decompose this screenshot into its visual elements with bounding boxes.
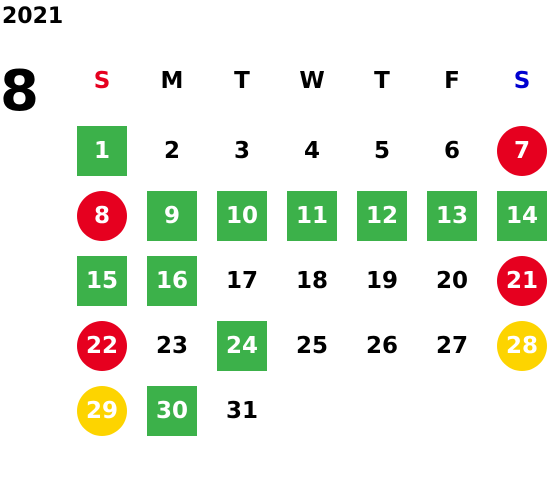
weekday-friday: F [444, 68, 460, 94]
year-label: 2021 [2, 4, 64, 29]
weekday-sunday: S [93, 68, 111, 94]
day-cell[interactable]: 13 [427, 191, 477, 241]
day-cell[interactable]: 27 [435, 333, 468, 359]
day-cell[interactable]: 19 [365, 268, 398, 294]
day-cell[interactable]: 1 [77, 126, 127, 176]
day-cell[interactable]: 6 [443, 138, 460, 164]
day-cell[interactable]: 28 [497, 321, 547, 371]
day-cell[interactable]: 22 [77, 321, 127, 371]
day-cell[interactable]: 12 [357, 191, 407, 241]
day-cell[interactable]: 2 [163, 138, 180, 164]
day-cell[interactable]: 15 [77, 256, 127, 306]
day-cell[interactable]: 21 [497, 256, 547, 306]
day-cell[interactable]: 25 [295, 333, 328, 359]
day-cell[interactable]: 8 [77, 191, 127, 241]
day-cell[interactable]: 7 [497, 126, 547, 176]
day-cell[interactable]: 23 [155, 333, 188, 359]
day-cell[interactable]: 5 [373, 138, 390, 164]
day-cell[interactable]: 10 [217, 191, 267, 241]
month-label: 8 [0, 59, 39, 124]
day-cell[interactable]: 26 [365, 333, 398, 359]
weekday-thursday: T [374, 68, 390, 94]
weekday-saturday: S [513, 68, 531, 94]
day-cell[interactable]: 30 [147, 386, 197, 436]
day-cell[interactable]: 29 [77, 386, 127, 436]
day-cell[interactable]: 20 [435, 268, 468, 294]
day-cell[interactable]: 9 [147, 191, 197, 241]
day-cell[interactable]: 24 [217, 321, 267, 371]
weekday-monday: M [160, 68, 184, 94]
day-cell[interactable]: 16 [147, 256, 197, 306]
day-cell[interactable]: 17 [225, 268, 258, 294]
day-cell[interactable]: 4 [303, 138, 320, 164]
day-cell[interactable]: 31 [225, 398, 258, 424]
weekday-wednesday: W [299, 68, 325, 94]
day-cell[interactable]: 3 [233, 138, 250, 164]
weekday-tuesday: T [234, 68, 250, 94]
day-cell[interactable]: 11 [287, 191, 337, 241]
day-cell[interactable]: 14 [497, 191, 547, 241]
day-cell[interactable]: 18 [295, 268, 328, 294]
